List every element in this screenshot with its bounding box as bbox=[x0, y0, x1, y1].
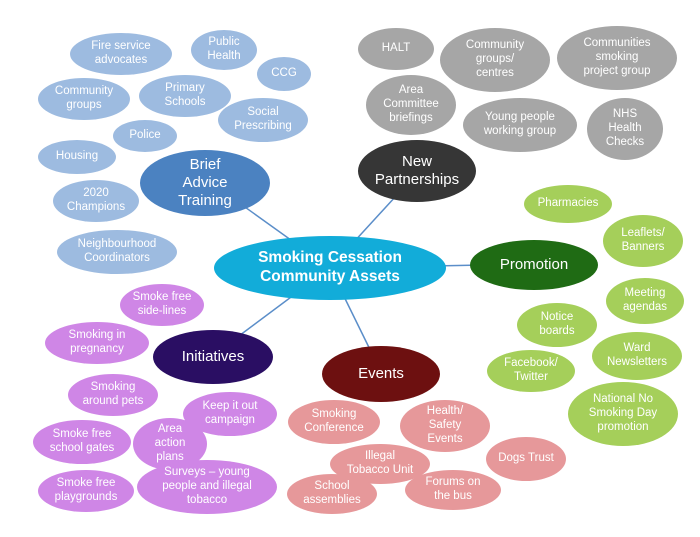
node-public-health: Public Health bbox=[191, 30, 257, 70]
node-fire-service: Fire service advocates bbox=[70, 33, 172, 75]
node-label: NHS Health Checks bbox=[605, 108, 645, 148]
node-label: Smoke free playgrounds bbox=[54, 477, 118, 503]
node-label: Pharmacies bbox=[537, 197, 599, 210]
node-label: HALT bbox=[381, 42, 411, 55]
node-label: Facebook/ Twitter bbox=[504, 357, 558, 383]
node-label: Smoking Conference bbox=[304, 408, 364, 434]
node-label: CCG bbox=[271, 67, 297, 80]
node-label: Young people working group bbox=[483, 111, 557, 137]
node-label: Police bbox=[129, 129, 161, 142]
node-smoking-in-pregnancy: Smoking in pregnancy bbox=[45, 322, 149, 364]
node-label: Smoking around pets bbox=[82, 381, 144, 407]
node-label: Smoke free side-lines bbox=[132, 291, 192, 317]
node-label: Illegal Tobacco Unit bbox=[346, 450, 414, 476]
node-neighbourhood-coordinators: Neighbourhood Coordinators bbox=[57, 230, 177, 274]
node-label: Neighbourhood Coordinators bbox=[77, 238, 157, 264]
node-health-safety-events: Health/ Safety Events bbox=[400, 400, 490, 452]
node-label: Fire service advocates bbox=[91, 40, 151, 66]
node-school-assemblies: School assemblies bbox=[287, 474, 377, 514]
node-notice-boards: Notice boards bbox=[517, 303, 597, 347]
hub-label: Initiatives bbox=[181, 348, 245, 365]
node-label: National No Smoking Day promotion bbox=[588, 393, 658, 433]
node-label: Smoke free school gates bbox=[49, 428, 115, 454]
node-label: Meeting agendas bbox=[622, 287, 668, 313]
node-community-groups: Community groups bbox=[38, 78, 130, 120]
node-label: Ward Newsletters bbox=[606, 342, 668, 368]
node-housing: Housing bbox=[38, 140, 116, 174]
hub-new-partnerships: New Partnerships bbox=[358, 140, 476, 202]
node-label: Surveys – young people and illegal tobac… bbox=[162, 466, 252, 506]
hub-label: New Partnerships bbox=[374, 153, 460, 188]
node-smoke-free-school-gates: Smoke free school gates bbox=[33, 420, 131, 464]
node-label: Communities smoking project group bbox=[583, 37, 651, 77]
node-facebook-twitter: Facebook/ Twitter bbox=[487, 350, 575, 392]
node-pharmacies: Pharmacies bbox=[524, 185, 612, 223]
node-community-centres: Community groups/ centres bbox=[440, 28, 550, 92]
node-label: Dogs Trust bbox=[498, 452, 554, 465]
node-forums-on-the-bus: Forums on the bus bbox=[405, 470, 501, 510]
hub-promotion: Promotion bbox=[470, 240, 598, 290]
node-smoke-free-playgrounds: Smoke free playgrounds bbox=[38, 470, 134, 512]
node-ward-newsletters: Ward Newsletters bbox=[592, 332, 682, 380]
node-halt: HALT bbox=[358, 28, 434, 70]
node-smoking-conference: Smoking Conference bbox=[288, 400, 380, 444]
node-label: Leaflets/ Banners bbox=[621, 227, 665, 253]
node-label: Notice boards bbox=[539, 311, 575, 337]
hub-initiatives: Initiatives bbox=[153, 330, 273, 384]
node-label: Social Prescribing bbox=[234, 106, 292, 132]
node-label: Community groups/ centres bbox=[465, 39, 525, 79]
node-leaflets-banners: Leaflets/ Banners bbox=[603, 215, 683, 267]
node-smoke-free-side-lines: Smoke free side-lines bbox=[120, 284, 204, 326]
node-label: Primary Schools bbox=[164, 82, 206, 108]
node-label: Forums on the bus bbox=[425, 476, 481, 502]
node-label: Health/ Safety Events bbox=[426, 405, 464, 445]
hub-events: Events bbox=[322, 346, 440, 402]
node-communities-smoking-project: Communities smoking project group bbox=[557, 26, 677, 90]
center-label: Smoking Cessation Community Assets bbox=[258, 249, 402, 285]
node-label: School assemblies bbox=[303, 480, 361, 506]
node-police: Police bbox=[113, 120, 177, 152]
node-2020-champions: 2020 Champions bbox=[53, 180, 139, 222]
node-label: Area Committee briefings bbox=[383, 84, 439, 124]
hub-brief-advice-training: Brief Advice Training bbox=[140, 150, 270, 216]
node-social-prescribing: Social Prescribing bbox=[218, 98, 308, 142]
center-node: Smoking Cessation Community Assets bbox=[214, 236, 446, 300]
node-surveys: Surveys – young people and illegal tobac… bbox=[137, 460, 277, 514]
node-label: Area action plans bbox=[154, 423, 186, 463]
node-primary-schools: Primary Schools bbox=[139, 75, 231, 117]
hub-label: Events bbox=[358, 365, 404, 382]
node-label: 2020 Champions bbox=[66, 187, 126, 213]
node-label: Keep it out campaign bbox=[202, 400, 258, 426]
node-dogs-trust: Dogs Trust bbox=[486, 437, 566, 481]
hub-label: Promotion bbox=[499, 256, 569, 273]
node-label: Public Health bbox=[207, 36, 241, 62]
node-label: Smoking in pregnancy bbox=[68, 329, 126, 355]
node-area-committee: Area Committee briefings bbox=[366, 75, 456, 135]
node-label: Housing bbox=[55, 150, 99, 163]
node-ccg: CCG bbox=[257, 57, 311, 91]
node-young-people-group: Young people working group bbox=[463, 98, 577, 152]
node-smoking-around-pets: Smoking around pets bbox=[68, 374, 158, 416]
hub-label: Brief Advice Training bbox=[178, 156, 232, 209]
node-meeting-agendas: Meeting agendas bbox=[606, 278, 684, 324]
node-label: Community groups bbox=[54, 85, 114, 111]
node-national-no-smoking-day: National No Smoking Day promotion bbox=[568, 382, 678, 446]
node-nhs-health-checks: NHS Health Checks bbox=[587, 98, 663, 160]
